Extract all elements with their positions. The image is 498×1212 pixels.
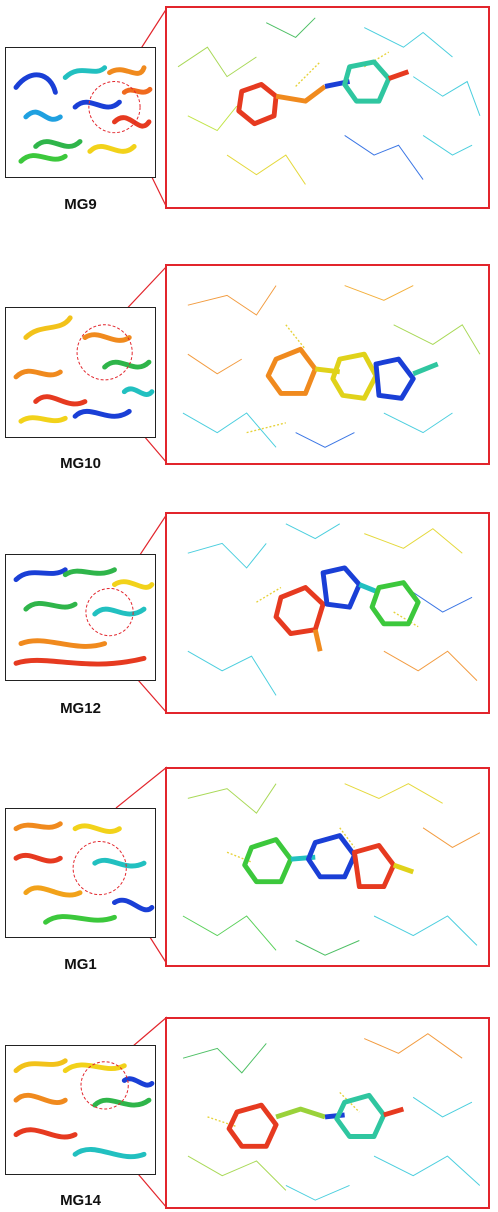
panel-label: MG9 [64, 196, 97, 213]
binding-site-zoom-mg9 [165, 6, 490, 209]
protein-structure-mg10 [5, 307, 156, 438]
protein-structure-mg1 [5, 808, 156, 938]
binding-site-zoom-mg12 [165, 512, 490, 714]
panel-label: MG12 [60, 700, 101, 717]
protein-structure-mg12 [5, 554, 156, 681]
panel-label: MG14 [60, 1192, 101, 1209]
panel-label: MG1 [64, 956, 97, 973]
binding-site-zoom-mg14 [165, 1017, 490, 1209]
protein-structure-mg9 [5, 47, 156, 178]
panel-label: MG10 [60, 455, 101, 472]
protein-structure-mg14 [5, 1045, 156, 1175]
binding-site-zoom-mg1 [165, 767, 490, 967]
binding-site-zoom-mg10 [165, 264, 490, 465]
